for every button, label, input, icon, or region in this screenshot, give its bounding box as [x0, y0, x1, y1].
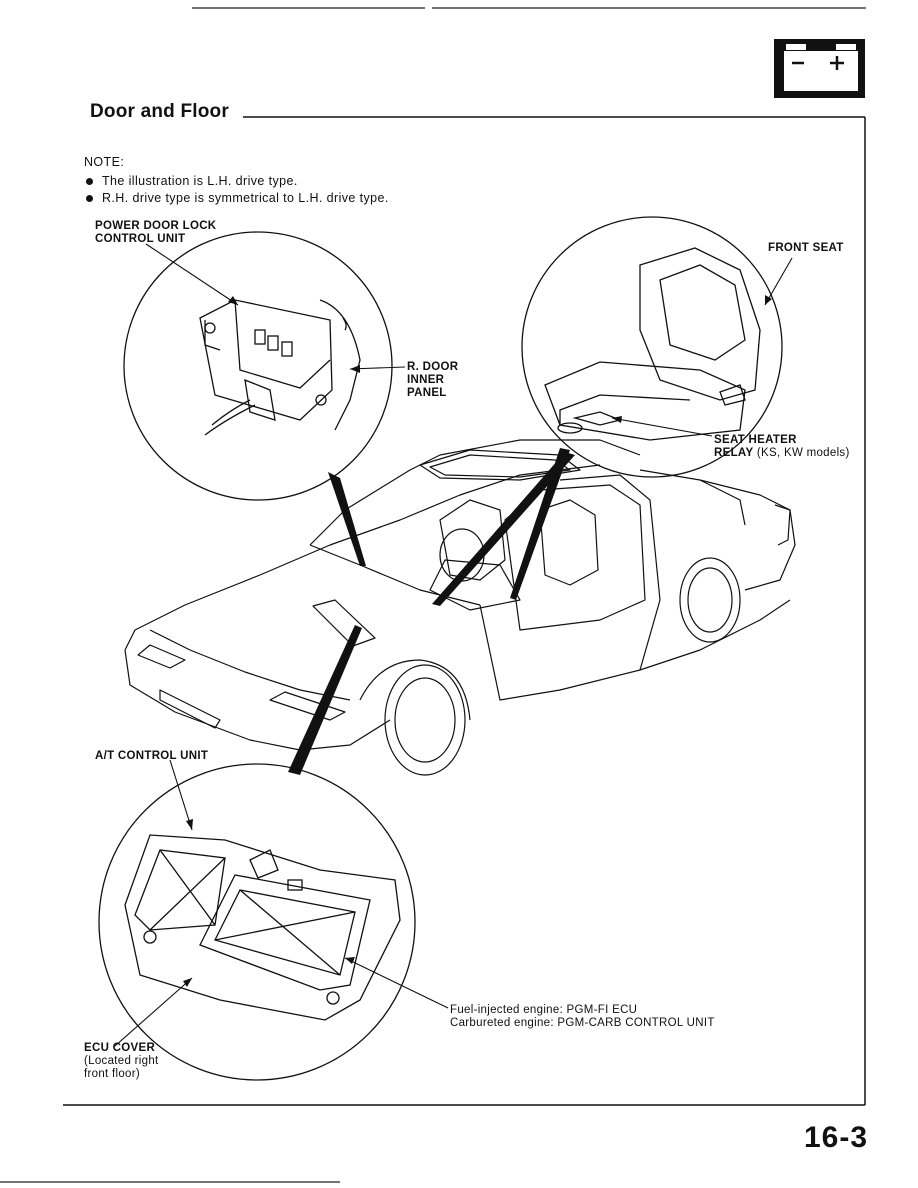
ecu-cover-line1: ECU COVER — [84, 1042, 156, 1054]
seat-heater-line2: RELAY (KS, KW models) — [714, 447, 850, 460]
note-item: R.H. drive type is symmetrical to L.H. d… — [84, 190, 389, 207]
pointer-wedges — [288, 448, 575, 775]
seat-heater-line1: SEAT HEATER — [714, 434, 797, 446]
ecu-cover-line2: (Located right — [84, 1055, 159, 1067]
door-lock-magnifier — [123, 231, 393, 501]
seat-heater-relay-label: SEAT HEATER RELAY (KS, KW models) — [714, 434, 850, 460]
r-door-line3: PANEL — [407, 387, 447, 399]
ecu-cover-line3: front floor) — [84, 1068, 141, 1080]
leader-lines — [114, 243, 793, 1047]
section-frame — [63, 116, 866, 1106]
note-item: The illustration is L.H. drive type. — [84, 173, 389, 190]
at-control-unit-label: A/T CONTROL UNIT — [95, 750, 209, 762]
page-number: 16-3 — [803, 1121, 868, 1154]
ecu-magnifier — [98, 763, 416, 1081]
r-door-line1: R. DOOR — [407, 361, 459, 373]
ecu-cover-label: ECU COVER (Located right front floor) — [84, 1042, 159, 1081]
leader-arrowheads — [183, 295, 772, 987]
note-heading: NOTE: — [84, 155, 125, 169]
car-illustration — [124, 439, 796, 776]
r-door-inner-panel-label: R. DOOR INNER PANEL — [407, 361, 458, 400]
r-door-line2: INNER — [407, 374, 445, 386]
note-block: NOTE: The illustration is L.H. drive typ… — [84, 154, 389, 207]
battery-icon — [774, 39, 865, 98]
ecu-line2: Carbureted engine: PGM-CARB CONTROL UNIT — [450, 1017, 715, 1029]
ecu-line1: Fuel-injected engine: PGM-FI ECU — [450, 1004, 638, 1016]
ecu-label: Fuel-injected engine: PGM-FI ECU Carbure… — [450, 1004, 715, 1030]
power-door-lock-line1: POWER DOOR LOCK — [95, 220, 217, 232]
seat-heater-relay-word: RELAY — [714, 447, 754, 459]
section-title: Door and Floor — [90, 101, 229, 122]
note-list: The illustration is L.H. drive type. R.H… — [84, 173, 389, 207]
front-seat-label: FRONT SEAT — [768, 242, 844, 254]
power-door-lock-label: POWER DOOR LOCK CONTROL UNIT — [95, 220, 216, 246]
power-door-lock-line2: CONTROL UNIT — [95, 233, 186, 245]
seat-heater-models: (KS, KW models) — [756, 447, 850, 459]
